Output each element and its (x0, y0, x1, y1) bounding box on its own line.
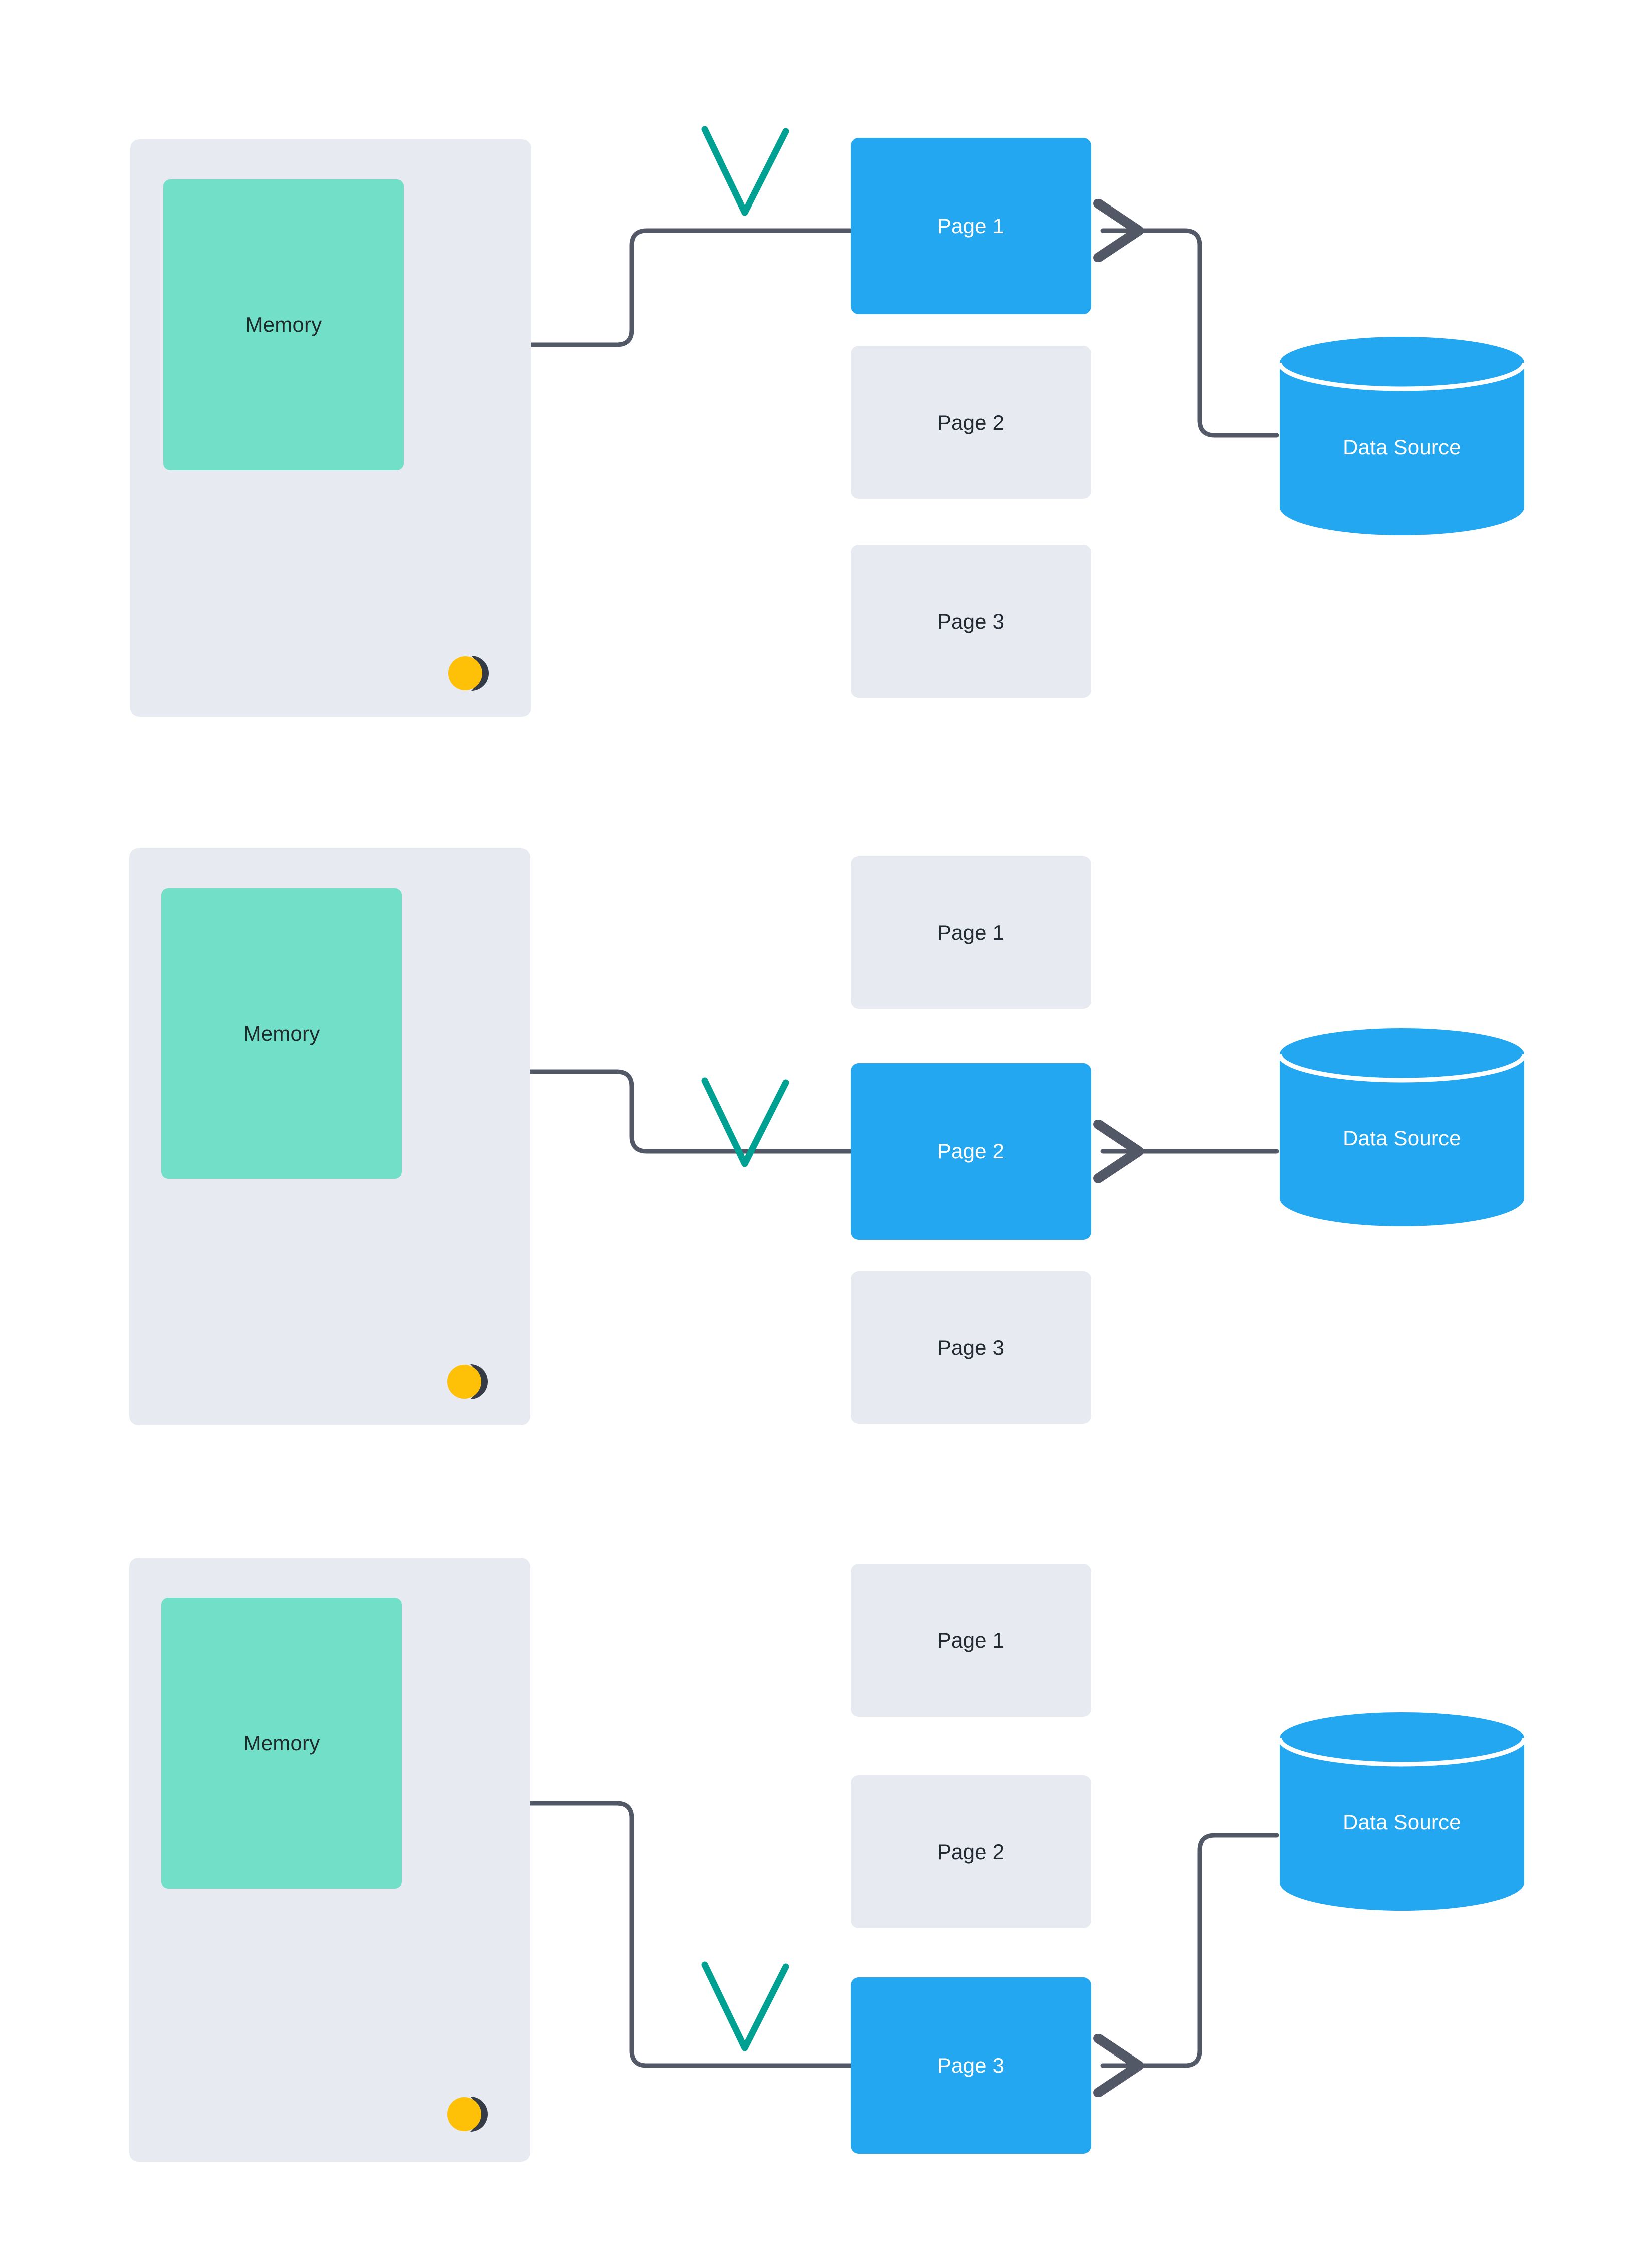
page-label: Page 2 (937, 410, 1005, 434)
memory-label: Memory (243, 1021, 320, 1045)
data-source-stage-1[interactable]: Data Source (1277, 335, 1527, 535)
memory-label: Memory (243, 1731, 320, 1755)
memory-box-stage-2[interactable]: Memory (161, 888, 402, 1179)
memory-panel-stage-2: Memory (129, 848, 530, 1425)
memory-panel-stage-1: Memory (130, 139, 531, 717)
page-label: Page 1 (937, 214, 1005, 238)
page-box-page-1-stage-3[interactable]: Page 1 (851, 1564, 1091, 1717)
memory-box-stage-3[interactable]: Memory (161, 1598, 402, 1889)
memory-panel-stage-3: Memory (129, 1558, 530, 2162)
page-label: Page 3 (937, 1335, 1005, 1359)
page-box-page-1-stage-2[interactable]: Page 1 (851, 856, 1091, 1009)
page-box-page-3-stage-3[interactable]: Page 3 (851, 1977, 1091, 2154)
page-label: Page 1 (937, 920, 1005, 944)
page-box-page-1-stage-1[interactable]: Page 1 (851, 138, 1091, 314)
memory-label: Memory (245, 313, 322, 336)
page-box-page-3-stage-2[interactable]: Page 3 (851, 1271, 1091, 1424)
page-label: Page 1 (937, 1628, 1005, 1652)
data-source-stage-3[interactable]: Data Source (1277, 1710, 1527, 1911)
page-label: Page 2 (937, 1839, 1005, 1864)
page-label: Page 3 (937, 2053, 1005, 2077)
brand-logo-icon (448, 647, 492, 700)
memory-box-stage-1[interactable]: Memory (163, 179, 404, 470)
page-box-page-2-stage-1[interactable]: Page 2 (851, 346, 1091, 499)
page-box-page-2-stage-3[interactable]: Page 2 (851, 1775, 1091, 1928)
page-box-page-2-stage-2[interactable]: Page 2 (851, 1063, 1091, 1240)
page-label: Page 3 (937, 609, 1005, 633)
data-source-label: Data Source (1343, 1126, 1461, 1150)
data-source-label: Data Source (1343, 435, 1461, 459)
brand-logo-icon (447, 1355, 491, 1408)
brand-logo-icon (447, 2088, 491, 2141)
data-source-stage-2[interactable]: Data Source (1277, 1026, 1527, 1226)
data-source-label: Data Source (1343, 1810, 1461, 1834)
page-label: Page 2 (937, 1139, 1005, 1163)
page-box-page-3-stage-1[interactable]: Page 3 (851, 545, 1091, 698)
